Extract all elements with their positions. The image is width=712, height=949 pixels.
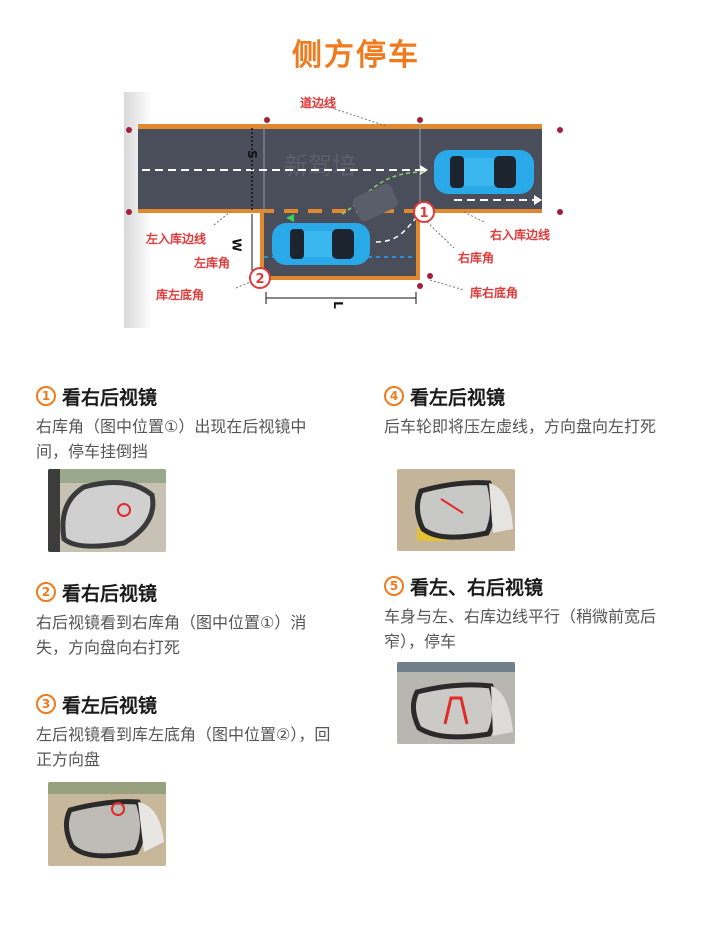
label-dim-l: L	[330, 301, 345, 309]
step-description: 后车轮即将压左虚线，方向盘向左打死	[384, 417, 657, 436]
parking-layout-graphic: 新驾培 S	[124, 92, 563, 328]
label-left-corner: 左库角	[194, 256, 231, 270]
step-1-mirror-image	[48, 469, 166, 552]
step-4-mirror-image	[397, 469, 515, 551]
label-dim-w: W	[229, 238, 244, 252]
step-4: 4 看左后视镜 后车轮即将压左虚线，方向盘向左打死	[384, 382, 684, 439]
step-5-mirror-image	[397, 662, 515, 744]
label-road-edge-line: 道边线	[300, 96, 337, 110]
step-description: 车身与左、右库边线平行（稍微前宽后窄），停车	[384, 607, 657, 651]
step-number-badge: 1	[36, 386, 56, 406]
step-heading: 看右后视镜	[62, 386, 158, 409]
step-1: 1 看右后视镜 右库角（图中位置①）出现在后视镜中间，停车挂倒挡	[36, 382, 336, 464]
svg-text:1: 1	[419, 206, 428, 221]
step-heading: 看右后视镜	[62, 582, 158, 605]
step-number-badge: 3	[36, 694, 56, 714]
side-parking-diagram: 新驾培 S	[124, 92, 574, 328]
step-3: 3 看左后视镜 左后视镜看到库左底角（图中位置②），回正方向盘	[36, 690, 336, 772]
step-description: 左后视镜看到库左底角（图中位置②），回正方向盘	[36, 725, 331, 769]
step-2: 2 看右后视镜 右后视镜看到右库角（图中位置①）消失，方向盘向右打死	[36, 578, 336, 660]
label-left-entry-line: 左入库边线	[146, 232, 207, 246]
step-3-mirror-image	[48, 782, 166, 866]
svg-text:新驾培: 新驾培	[284, 152, 356, 180]
car-in-bay	[272, 223, 370, 265]
label-bay-left-bottom-corner: 库左底角	[156, 288, 205, 302]
step-number-badge: 2	[36, 582, 56, 602]
step-description: 右后视镜看到右库角（图中位置①）消失，方向盘向右打死	[36, 613, 307, 657]
car-on-road	[434, 150, 534, 194]
label-right-entry-line: 右入库边线	[490, 228, 551, 242]
svg-text:2: 2	[255, 272, 264, 287]
step-number-badge: 5	[384, 576, 404, 596]
label-bay-right-bottom-corner: 库右底角	[470, 286, 519, 300]
svg-text:S: S	[245, 150, 259, 159]
step-heading: 看左、右后视镜	[410, 576, 544, 599]
label-right-corner: 右库角	[458, 251, 495, 265]
step-heading: 看左后视镜	[62, 694, 158, 717]
step-description: 右库角（图中位置①）出现在后视镜中间，停车挂倒挡	[36, 417, 307, 461]
step-5: 5 看左、右后视镜 车身与左、右库边线平行（稍微前宽后窄），停车	[384, 572, 684, 654]
step-number-badge: 4	[384, 386, 404, 406]
page-title: 侧方停车	[292, 38, 420, 73]
step-heading: 看左后视镜	[410, 386, 506, 409]
